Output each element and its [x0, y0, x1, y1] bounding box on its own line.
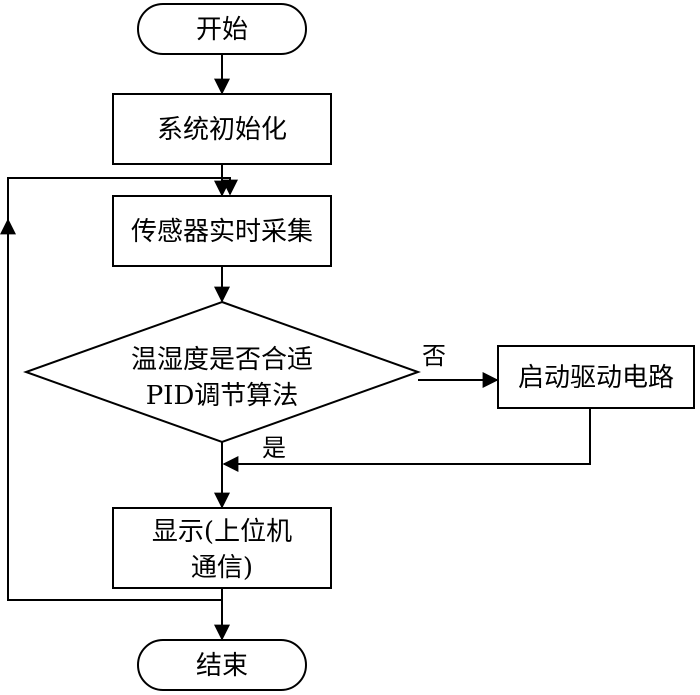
loop-back-to-collect	[7, 177, 238, 222]
display-label-line2: 通信)	[191, 553, 253, 583]
loop-back-line	[0, 218, 222, 601]
collect-label: 传感器实时采集	[131, 217, 313, 247]
decision-label-line1: 温湿度是否合适	[131, 345, 313, 375]
display-label-line1: 显示(上位机	[152, 517, 292, 547]
end-label: 结束	[196, 651, 248, 681]
init-process-box	[112, 93, 332, 165]
drive-label: 启动驱动电路	[518, 363, 674, 393]
decision-label-line2: PID调节算法	[146, 381, 299, 411]
start-label: 开始	[196, 15, 248, 45]
arrow-drive-return	[222, 408, 591, 472]
edge-label-no: 否	[422, 342, 446, 370]
init-label: 系统初始化	[157, 115, 287, 145]
edge-label-yes: 是	[262, 434, 286, 462]
